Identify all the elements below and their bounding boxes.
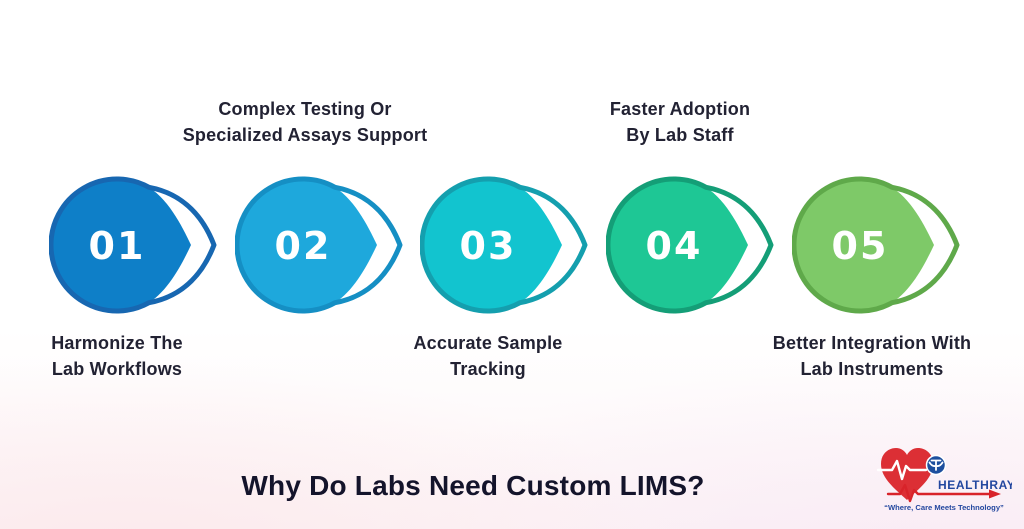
step-shape-fill [51, 179, 191, 311]
step-shape-1: 01 [49, 176, 217, 314]
step-label-line: Lab Instruments [800, 359, 944, 379]
step-shape-outline [792, 176, 960, 314]
step-shape-fill [422, 179, 562, 311]
step-label-1: Harmonize The Lab Workflows [17, 330, 217, 382]
ekg-line-white-icon [876, 459, 928, 481]
step-label-line: Accurate Sample [413, 333, 563, 353]
step-label-line: Harmonize The [51, 333, 183, 353]
step-number: 04 [646, 224, 703, 268]
step-label-line: Specialized Assays Support [182, 125, 428, 145]
ekg-arrowhead-icon [989, 489, 1001, 499]
step-shape-outline [606, 176, 774, 314]
healthray-logo: HEALTHRAY “Where, Care Meets Technology” [876, 448, 1012, 512]
brand-tagline: “Where, Care Meets Technology” [884, 503, 1004, 512]
heart-icon [881, 448, 933, 500]
step-shape-fill [237, 179, 377, 311]
step-label-4: Faster Adoption By Lab Staff [530, 96, 830, 148]
ekg-line-red-icon [886, 483, 992, 503]
step-shape-outline [49, 176, 217, 314]
step-label-line: Tracking [450, 359, 526, 379]
step-label-line: Lab Workflows [51, 359, 183, 379]
page-title: Why Do Labs Need Custom LIMS? [241, 470, 705, 501]
step-label-line: Faster Adoption [609, 99, 751, 119]
step-label-line: Better Integration With [772, 333, 972, 353]
step-shape-5: 05 [792, 176, 960, 314]
brand-name: HEALTHRAY [938, 478, 1012, 492]
step-number: 05 [832, 224, 889, 268]
step-label-3: Accurate Sample Tracking [388, 330, 588, 382]
step-number: 02 [275, 224, 332, 268]
step-shape-4: 04 [606, 176, 774, 314]
step-label-5: Better Integration With Lab Instruments [742, 330, 1002, 382]
step-number: 03 [460, 224, 517, 268]
medical-badge-glyph-icon [928, 459, 944, 471]
step-shape-fill [608, 179, 748, 311]
step-shape-outline [420, 176, 588, 314]
step-shape-outline [235, 176, 403, 314]
step-label-line: By Lab Staff [626, 125, 734, 145]
step-shape-3: 03 [420, 176, 588, 314]
step-label-line: Complex Testing Or [218, 99, 392, 119]
step-shape-fill [794, 179, 934, 311]
step-number: 01 [89, 224, 146, 268]
step-shape-2: 02 [235, 176, 403, 314]
step-label-2: Complex Testing Or Specialized Assays Su… [155, 96, 455, 148]
